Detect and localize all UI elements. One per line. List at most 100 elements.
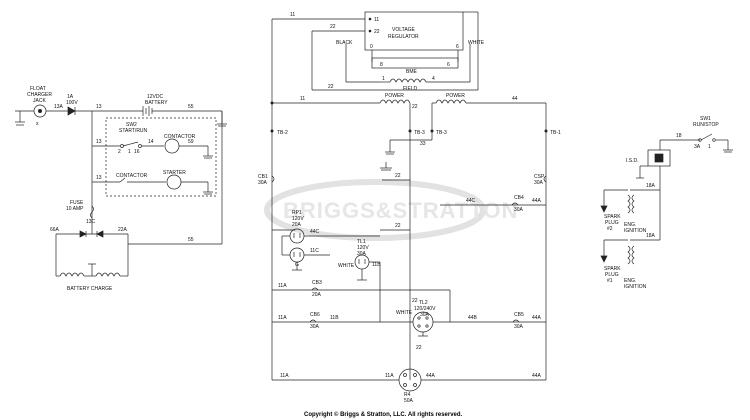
- ign-switch-label-2: RUN/STOP: [693, 122, 719, 128]
- fuse-label-1: FUSE: [70, 200, 84, 206]
- reg-pin-22: 22: [374, 29, 380, 35]
- tl2-label-2: 120/240V: [414, 306, 436, 312]
- ign-coil-2a-icon: [627, 194, 631, 214]
- wire-44a3-label: 44A: [426, 373, 436, 379]
- white-2-label: WHITE: [396, 310, 413, 316]
- wire-13-switch-label: 13: [96, 139, 102, 145]
- plug2-label-2: PLUG: [605, 220, 619, 226]
- wire-11a3-label: 11A: [280, 373, 289, 379]
- ign-coil-1a-icon: [627, 245, 631, 265]
- wire-44a4-label: 44A: [532, 373, 542, 379]
- switch-pos-2: 2: [118, 149, 121, 155]
- switch-pos-1: 1: [128, 149, 131, 155]
- wire-8-label: 8: [380, 62, 383, 68]
- watermark: BRIGGS&STRATTON: [264, 179, 517, 241]
- diode-label-2: 100V: [66, 100, 78, 106]
- csp-label-1: CSP: [534, 174, 545, 180]
- switch-label-2: START/RUN: [119, 128, 148, 134]
- cb4-icon: [511, 202, 519, 206]
- fuse-label-2: 10 AMP: [66, 206, 84, 212]
- r-bottom-label-1: R4: [404, 392, 411, 398]
- cb4-label-1: CB4: [514, 195, 524, 201]
- r2-label-3: 30A: [357, 251, 367, 257]
- cb5-icon: [512, 319, 520, 323]
- charger-section: FLOAT CHARGER JACK x 13A 1A 100V 13 12VD…: [15, 86, 227, 292]
- cb5-label-1: CB5: [514, 312, 524, 318]
- ign1-label-1: ENG.: [624, 278, 636, 284]
- wire-22a-label: 22A: [118, 227, 128, 233]
- cb1-label-2: 30A: [258, 180, 268, 186]
- regulator-section: 11 11 22 VOLTAGE REGULATOR 22 BLACK WHIT…: [272, 11, 485, 92]
- r-bottom-label-2: 50A: [404, 398, 414, 404]
- reg-black: BLACK: [336, 40, 353, 46]
- r1-label-2: 120V: [292, 216, 304, 222]
- fuse-icon: [90, 205, 94, 219]
- wire-14-label: 14: [148, 139, 154, 145]
- r2-label-1: TL1: [357, 239, 366, 245]
- r1-label-1: RP1: [292, 210, 302, 216]
- wire-22d-label: 22: [416, 345, 422, 351]
- jack-label-2: CHARGER: [27, 92, 52, 98]
- diode-label-1: 1A: [67, 94, 74, 100]
- ignition-section: SW1 RUN/STOP 18 3A 1 I.S.D. 18A SPARK PL…: [600, 116, 733, 290]
- csp-icon: [543, 175, 547, 183]
- wire-44a-label: 44A: [532, 198, 542, 204]
- switch-pos-16: 16: [134, 149, 140, 155]
- r1-label-3: 20A: [292, 222, 302, 228]
- jack-label-3: JACK: [33, 98, 46, 104]
- plug1-label-3: #1: [607, 278, 613, 284]
- ign-coil-2b-icon: [631, 194, 635, 214]
- ign1-label-2: IGNITION: [624, 284, 647, 290]
- wire-66a-label: 66A: [50, 227, 60, 233]
- spark-plug-2-icon: [600, 205, 608, 213]
- ign-switch-label-1: SW1: [700, 116, 711, 122]
- reg-title-1: VOLTAGE: [392, 27, 416, 33]
- r1-ground-label: G: [295, 262, 299, 268]
- jack-label-1: FLOAT: [30, 86, 46, 92]
- tb1-label: TB-1: [550, 130, 561, 136]
- wire-11a2-label: 11A: [278, 315, 287, 321]
- tb3b-label: TB-3: [436, 130, 447, 136]
- isd-label: I.S.D.: [626, 158, 639, 164]
- wire-11c-label: 11C: [310, 248, 319, 254]
- power-winding-1-icon: [379, 99, 411, 104]
- charge-diode-2-icon: [96, 230, 104, 238]
- wire-18-label: 18: [676, 133, 682, 139]
- white-1-label: WHITE: [338, 263, 355, 269]
- battery-label-2: BATTERY: [145, 100, 168, 106]
- plug2-label-1: SPARK: [604, 214, 621, 220]
- wire-13c-label: 13C: [86, 219, 96, 225]
- reg-title-2: REGULATOR: [388, 34, 419, 40]
- wire-22-tl2-label: 22: [412, 298, 418, 304]
- wire-6-label: 6: [447, 62, 450, 68]
- ign2-label-2: IGNITION: [624, 228, 647, 234]
- ign-pos-3a: 3A: [694, 144, 701, 150]
- tb2-label: TB-2: [277, 130, 288, 136]
- wire-13-label: 13: [96, 104, 102, 110]
- wire-11a-label: 11A: [278, 283, 287, 289]
- wire-44a2-label: 44A: [532, 315, 542, 321]
- wire-22-reg-label: 22: [330, 24, 336, 30]
- wire-22-mid-label: 22: [395, 173, 401, 179]
- cb3-icon: [311, 287, 319, 291]
- tl2-label-3: 30A: [420, 312, 430, 318]
- power-1-label: POWER: [385, 93, 404, 99]
- wire-44c-label: 44C: [466, 198, 476, 204]
- wire-44b-label: 44B: [468, 315, 478, 321]
- cb6-label-1: CB6: [310, 312, 320, 318]
- csp-label-2: 30A: [534, 180, 544, 186]
- wire-44-label: 44: [512, 96, 518, 102]
- wire-59-label: 59: [188, 139, 194, 145]
- battery-charge-label: BATTERY CHARGE: [67, 286, 113, 292]
- wire-33-label: 33: [420, 141, 426, 147]
- tb3a-label: TB-3: [414, 130, 425, 136]
- bme-label: BME: [406, 69, 418, 75]
- contactor-label: CONTACTOR: [164, 134, 196, 140]
- plug1-label-1: SPARK: [604, 266, 621, 272]
- battery-label-1: 12VDC: [147, 94, 164, 100]
- ign2-label-1: ENG.: [624, 222, 636, 228]
- field-coil-icon: [389, 78, 427, 83]
- wire-55-top-label: 55: [188, 104, 194, 110]
- reg-brush-0: 0: [370, 44, 373, 50]
- jack-ground-x: x: [36, 121, 39, 127]
